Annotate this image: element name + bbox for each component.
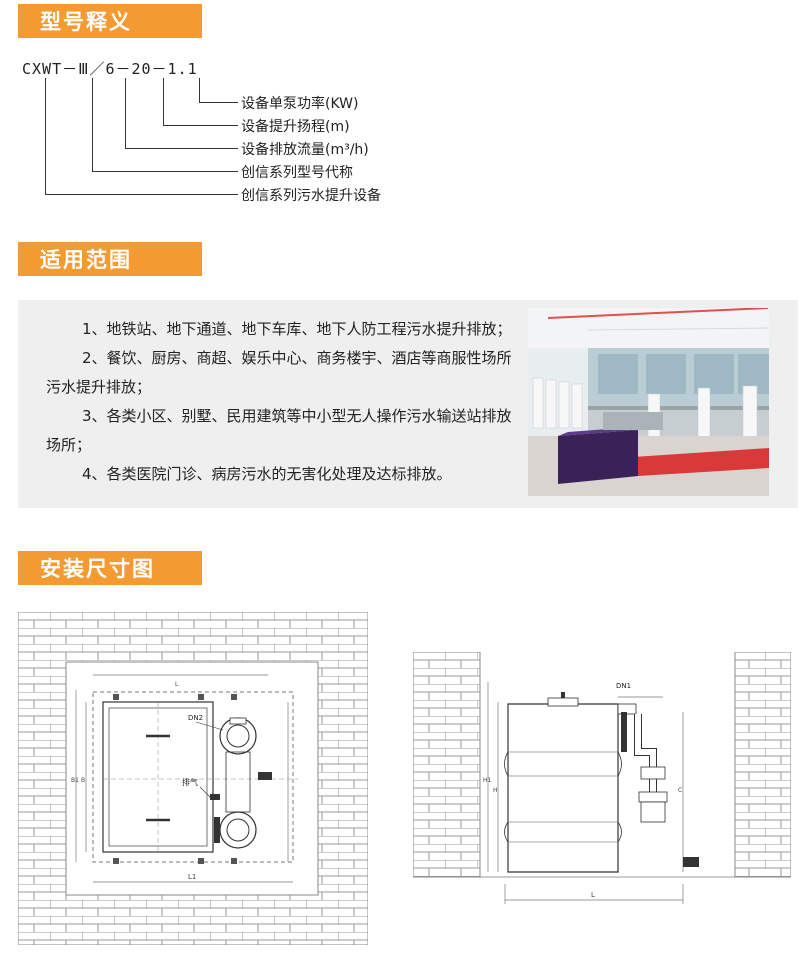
legend-series: 创信系列污水提升设备 — [241, 188, 381, 204]
legend-bracket-series-code — [92, 78, 238, 172]
scope-item: 3、各类小区、别墅、民用建筑等中小型无人操作污水输送站排放场所； — [46, 407, 512, 454]
legend-bracket-flow — [125, 78, 238, 149]
legend-flow: 设备排放流量(m³/h) — [241, 142, 369, 158]
section-title-model: 型号释义 — [18, 4, 202, 38]
legend-head: 设备提升扬程(m) — [241, 119, 350, 135]
scope-item: 2、餐饮、厨房、商超、娱乐中心、商务楼宇、酒店等商服性场所污水提升排放； — [46, 349, 512, 396]
section-title-install: 安装尺寸图 — [18, 551, 202, 585]
label-l1: L1 — [188, 873, 196, 881]
label-dn1: DN1 — [616, 682, 631, 690]
label-b1: B1 — [71, 777, 79, 784]
label-b: B — [81, 777, 85, 784]
scope-item: 4、各类医院门诊、病房污水的无害化处理及达标排放。 — [82, 465, 452, 483]
elevation-view-drawing: DN1 H1 H C L — [412, 651, 792, 907]
model-code: CXWT－Ⅲ／6－20－1.1 — [22, 60, 198, 78]
legend-bracket-head — [163, 78, 238, 126]
legend-bracket-series — [45, 78, 238, 195]
legend-power: 设备单泵功率(KW) — [241, 96, 359, 112]
label-vent: 排气 — [182, 777, 198, 787]
kitchen-photo — [528, 308, 769, 496]
plan-view-drawing: DN2 排气 L1 B1 B L — [17, 611, 369, 946]
scope-item: 1、地铁站、地下通道、地下车库、地下人防工程污水提升排放； — [82, 320, 512, 338]
scope-list: 1、地铁站、地下通道、地下车库、地下人防工程污水提升排放； 2、餐饮、厨房、商超… — [46, 315, 524, 489]
legend-series-code: 创信系列型号代称 — [241, 165, 353, 181]
label-c: C — [678, 787, 682, 794]
label-l: L — [175, 681, 179, 688]
section-title-scope: 适用范围 — [18, 242, 202, 276]
label-dn2: DN2 — [188, 714, 203, 722]
legend-bracket-power — [199, 78, 238, 103]
label-h1: H1 — [483, 777, 492, 784]
label-l: L — [591, 891, 595, 899]
label-h: H — [493, 787, 498, 794]
scope-panel: 1、地铁站、地下通道、地下车库、地下人防工程污水提升排放； 2、餐饮、厨房、商超… — [18, 300, 798, 508]
